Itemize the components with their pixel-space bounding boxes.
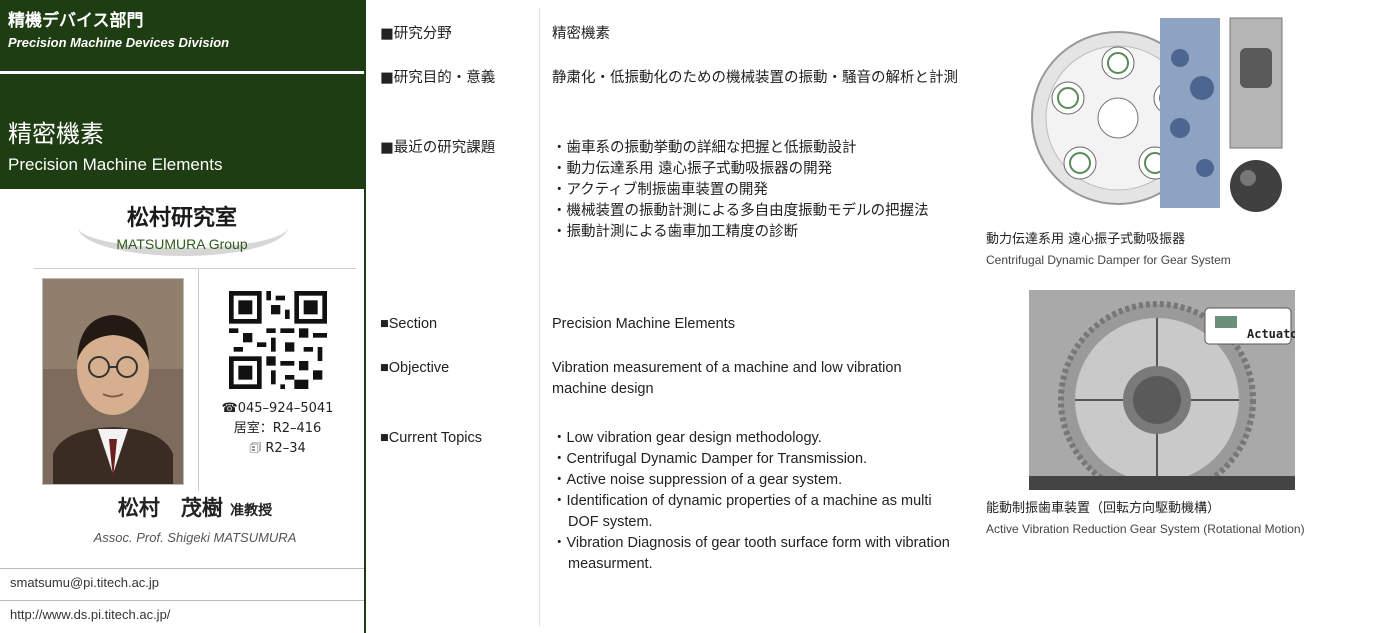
- figure1-caption-jp: 動力伝達系用 遠心振子式動吸振器: [986, 232, 1186, 247]
- topics-en-label: ■Current Topics: [380, 430, 482, 446]
- objective-value: Vibration measurement of a machine and l…: [552, 360, 902, 397]
- division-header: 精機デバイス部門 Precision Machine Devices Divis…: [0, 0, 364, 71]
- actuator-label: Actuator: [1247, 327, 1295, 341]
- profile-cards: ☎045–924–5041 居室：R2–416 🗊 R2–34: [34, 268, 356, 491]
- list-item: ・動力伝達系用 遠心振子式動吸振器の開発: [552, 161, 833, 177]
- figure2-caption-jp: 能動制振歯車装置（回転方向駆動機構）: [986, 501, 1221, 516]
- title-jp: 准教授: [230, 503, 273, 519]
- topics-jp-list: ・歯車系の振動挙動の詳細な把握と低振動設計 ・動力伝達系用 遠心振子式動吸振器の…: [552, 138, 960, 243]
- list-item: ・歯車系の振動挙動の詳細な把握と低振動設計: [552, 140, 857, 156]
- list-item: ・Centrifugal Dynamic Damper for Transmis…: [552, 451, 868, 467]
- professor-name-block: 松村 茂樹 准教授 Assoc. Prof. Shigeki MATSUMURA: [34, 492, 356, 545]
- office-room: 居室：R2–416: [233, 421, 322, 436]
- list-item: ・アクティブ制振歯車装置の開発: [552, 182, 768, 198]
- research-description: ■研究分野 精密機素 ■研究目的・意義 静粛化・低振動化のための機械装置の振動・…: [372, 0, 968, 633]
- name-jp: 松村 茂樹: [117, 496, 223, 520]
- professor-name-jp: 松村 茂樹 准教授: [34, 492, 356, 522]
- list-item: ・Vibration Diagnosis of gear tooth surfa…: [552, 535, 950, 572]
- column-divider: [539, 8, 540, 626]
- professor-photo: [42, 278, 184, 485]
- lab-name-jp: 松村研究室: [126, 206, 237, 231]
- figures-column: 動力伝達系用 遠心振子式動吸振器 Centrifugal Dynamic Dam…: [968, 0, 1381, 633]
- topics-en-list: ・Low vibration gear design methodology. …: [552, 428, 960, 575]
- topic-name-jp: 精密機素: [8, 120, 104, 148]
- phone-number: ☎045–924–5041: [221, 401, 334, 416]
- field-value: 精密機素: [552, 26, 610, 42]
- section-value: Precision Machine Elements: [552, 316, 735, 332]
- list-item: ・機械装置の振動計測による多自由度振動モデルの把握法: [552, 203, 929, 219]
- figure1-caption: 動力伝達系用 遠心振子式動吸振器 Centrifugal Dynamic Dam…: [986, 228, 1376, 270]
- lab-name-en: MATSUMURA Group: [116, 236, 248, 252]
- list-item: ・Identification of dynamic properties of…: [552, 493, 932, 530]
- professor-name-en: Assoc. Prof. Shigeki MATSUMURA: [93, 530, 297, 545]
- email-link[interactable]: smatsumu@pi.titech.ac.jp: [0, 568, 364, 596]
- figure2-caption: 能動制振歯車装置（回転方向駆動機構） Active Vibration Redu…: [986, 497, 1376, 539]
- topic-header: 精密機素 Precision Machine Elements: [0, 74, 364, 189]
- qr-contact-card: ☎045–924–5041 居室：R2–416 🗊 R2–34: [198, 269, 356, 491]
- list-item: ・Active noise suppression of a gear syst…: [552, 472, 843, 488]
- topic-name-en: Precision Machine Elements: [8, 155, 223, 174]
- mailbox: 🗊 R2–34: [249, 441, 306, 456]
- list-item: ・Low vibration gear design methodology.: [552, 430, 822, 446]
- lab-arc-decoration: [78, 198, 288, 256]
- division-name-en: Precision Machine Devices Division: [8, 35, 230, 50]
- figure1-caption-en: Centrifugal Dynamic Damper for Gear Syst…: [986, 253, 1231, 267]
- portrait-image: [43, 279, 183, 484]
- qr-code-icon[interactable]: [228, 291, 327, 389]
- lab-banner: 松村研究室 MATSUMURA Group: [0, 190, 364, 265]
- purpose-value: 静粛化・低振動化のための機械装置の振動・騒音の解析と計測: [552, 70, 958, 86]
- topics-jp-label: ■最近の研究課題: [380, 140, 496, 156]
- objective-label: ■Objective: [380, 360, 450, 376]
- division-name-jp: 精機デバイス部門: [8, 11, 144, 31]
- website-link[interactable]: http://www.ds.pi.titech.ac.jp/: [0, 600, 364, 628]
- figure2-caption-en: Active Vibration Reduction Gear System (…: [986, 522, 1305, 536]
- centrifugal-damper-figure: [1030, 8, 1288, 218]
- active-gear-figure: Actuator: [1029, 290, 1295, 490]
- field-label: ■研究分野: [380, 26, 452, 42]
- list-item: ・振動計測による歯車加工精度の診断: [552, 224, 799, 240]
- purpose-label: ■研究目的・意義: [380, 70, 496, 86]
- left-column: 精機デバイス部門 Precision Machine Devices Divis…: [0, 0, 366, 633]
- section-label: ■Section: [380, 316, 438, 332]
